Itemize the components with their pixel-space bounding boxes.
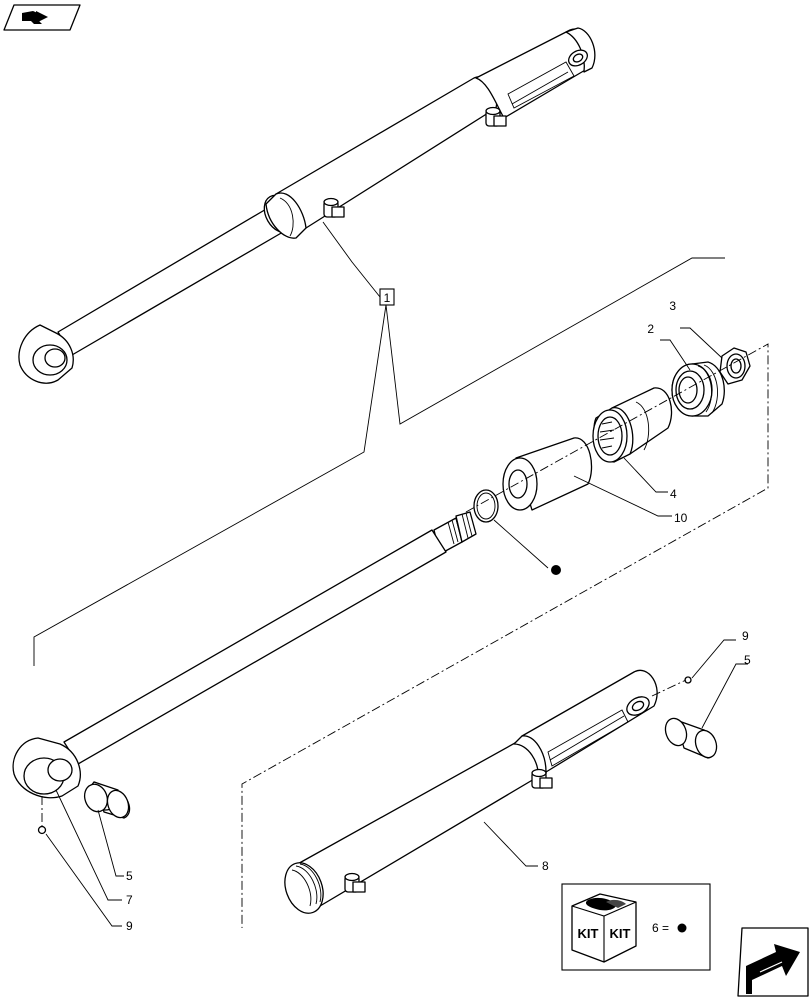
o-ring-marker [551, 565, 561, 575]
callout-4: 4 [670, 487, 677, 501]
kit-box-icon: KIT KIT [571, 893, 637, 963]
kit-legend-text: 6 = [652, 921, 669, 935]
assembled-cylinder [18, 27, 596, 384]
next-arrow-icon[interactable] [737, 927, 809, 997]
callout-2: 2 [647, 322, 654, 336]
callout-5-right: 5 [744, 653, 751, 667]
piston-part [671, 361, 725, 417]
bushing-part-left [83, 781, 131, 819]
port-fitting [344, 872, 366, 893]
book-arrow-icon[interactable] [3, 4, 81, 31]
callout-9-right: 9 [742, 629, 749, 643]
grease-fitting-left [37, 796, 47, 835]
bushing-part-right [664, 717, 718, 759]
assembly-reference-1: 1 [33, 221, 725, 666]
callout-5-left: 5 [126, 869, 133, 883]
gland-part [592, 387, 673, 463]
callout-8: 8 [542, 859, 549, 873]
callout-9-left: 9 [126, 919, 133, 933]
callouts: 3 2 4 10 9 5 5 7 9 8 [126, 299, 751, 933]
kit-label-left: KIT [578, 926, 599, 941]
barrel-part [284, 669, 658, 914]
nut-part [719, 347, 751, 385]
spacer-part [502, 437, 593, 511]
port-fitting [531, 768, 553, 789]
kit-marker-dot [677, 923, 687, 933]
port-fitting [323, 197, 345, 218]
kit-label-right: KIT [610, 926, 631, 941]
kit-legend: KIT KIT 6 = [561, 883, 711, 971]
assembly-ref-label: 1 [384, 291, 391, 305]
callout-10: 10 [674, 511, 688, 525]
callout-3: 3 [669, 299, 676, 313]
piston-rod [12, 511, 477, 799]
port-fitting [485, 106, 507, 127]
callout-7: 7 [126, 893, 133, 907]
